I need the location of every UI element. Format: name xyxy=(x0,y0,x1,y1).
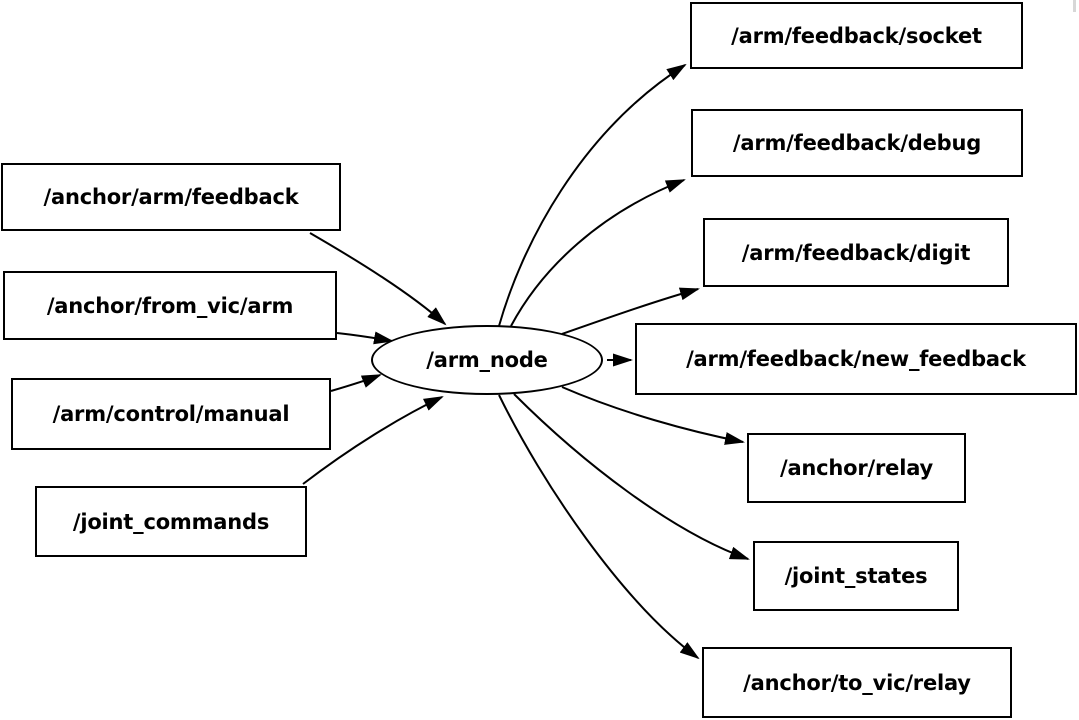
topic-label: /anchor/to_vic/relay xyxy=(743,670,971,695)
edge-joint-commands-to-arm-node xyxy=(302,396,444,485)
topic-label: /arm/control/manual xyxy=(52,402,290,426)
edge-arm-node-to-arm-feedback-debug xyxy=(510,179,686,327)
topic-node-anchor-from-vic-arm: /anchor/from_vic/arm xyxy=(3,271,337,340)
topic-node-joint-states: /joint_states xyxy=(753,541,959,611)
edge-arm-control-manual-to-arm-node xyxy=(330,374,382,392)
topic-node-arm-feedback-socket: /arm/feedback/socket xyxy=(690,2,1023,69)
topic-label: /anchor/relay xyxy=(779,456,934,480)
topic-label: /arm/feedback/debug xyxy=(732,131,982,155)
topic-node-arm-feedback-digit: /arm/feedback/digit xyxy=(703,218,1009,287)
topic-label: /joint_states xyxy=(784,564,928,588)
topic-node-arm-feedback-debug: /arm/feedback/debug xyxy=(691,109,1023,177)
edge-anchor-arm-feedback-to-arm-node xyxy=(309,232,447,326)
topic-label: /anchor/from_vic/arm xyxy=(46,293,294,318)
topic-node-anchor-relay: /anchor/relay xyxy=(747,433,966,503)
topic-label: /arm/feedback/new_feedback xyxy=(686,347,1026,371)
topic-node-joint-commands: /joint_commands xyxy=(35,486,307,557)
edge-anchor-from-vic-arm-to-arm-node xyxy=(336,331,394,345)
topic-label: /anchor/arm/feedback xyxy=(43,185,299,209)
topic-node-arm-feedback-new-feedback: /arm/feedback/new_feedback xyxy=(635,323,1077,395)
topic-node-anchor-to-vic-relay: /anchor/to_vic/relay xyxy=(702,647,1012,718)
clipped-edge-artifact xyxy=(1073,0,1076,12)
edge-arm-node-to-joint-states xyxy=(513,393,750,560)
edge-arm-node-to-arm-feedback-socket xyxy=(498,63,687,327)
edge-arm-node-to-anchor-to-vic-relay xyxy=(498,394,700,660)
edge-arm-node-to-arm-feedback-digit xyxy=(561,287,700,335)
topic-node-arm-control-manual: /arm/control/manual xyxy=(11,378,331,450)
ros-node-arm-node: /arm_node xyxy=(371,325,603,395)
topic-node-anchor-arm-feedback: /anchor/arm/feedback xyxy=(1,163,341,231)
topic-label: /joint_commands xyxy=(72,509,270,534)
node-label: /arm_node xyxy=(426,348,548,372)
topic-label: /arm/feedback/socket xyxy=(731,23,982,48)
edge-arm-node-to-anchor-relay xyxy=(561,386,745,445)
topic-label: /arm/feedback/digit xyxy=(741,240,971,265)
